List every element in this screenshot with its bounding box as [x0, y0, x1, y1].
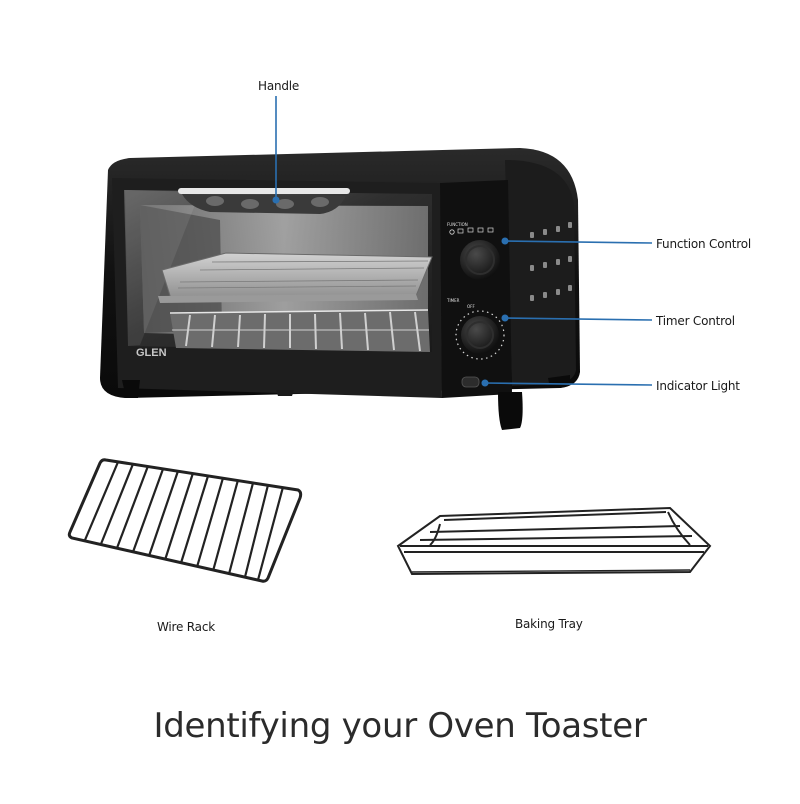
oven-foot-front-right — [498, 392, 523, 430]
baking-tray-illustration — [396, 506, 712, 576]
function-panel-label: FUNCTION — [447, 222, 468, 227]
timer-panel-label: TIMER — [446, 298, 460, 303]
baking-tray-label: Baking Tray — [515, 617, 583, 631]
oven-foot-left — [122, 380, 140, 398]
function-control-label: Function Control — [656, 237, 752, 251]
timer-scale — [455, 310, 505, 360]
oven-side-panel — [505, 160, 576, 386]
oven-toaster: GLEN FUNCTION TIMER OFF — [100, 148, 580, 430]
oven-handle — [178, 188, 350, 214]
function-icons — [449, 227, 494, 235]
indicator-light-label: Indicator Light — [656, 379, 740, 393]
timer-control-label: Timer Control — [656, 314, 735, 328]
side-vents — [530, 222, 572, 301]
indicator-light — [461, 376, 480, 388]
page-title: Identifying your Oven Toaster — [153, 706, 647, 746]
wire-rack-illustration — [67, 458, 303, 583]
callout-lines — [272, 96, 653, 387]
timer-off-label: OFF — [467, 304, 475, 309]
oven-foot-middle — [276, 390, 294, 396]
function-callout-line — [501, 237, 653, 245]
handle-label: Handle — [258, 79, 300, 93]
inserted-baking-tray — [158, 252, 433, 303]
wire-rack-label: Wire Rack — [157, 620, 215, 634]
brand-logo: GLEN — [136, 347, 167, 359]
wire-rack-bars — [83, 461, 285, 581]
timer-callout-line — [501, 314, 653, 322]
indicator-callout-line — [481, 379, 653, 387]
control-panel — [440, 180, 512, 398]
inserted-wire-rack — [169, 309, 430, 352]
